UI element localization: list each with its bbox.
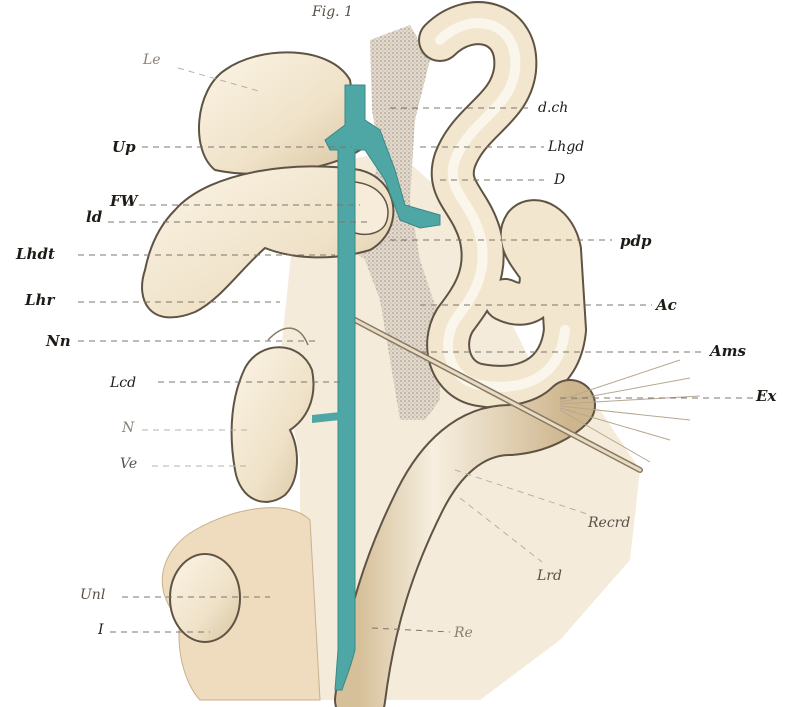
label-pdp: pdp [620, 232, 652, 250]
label-lcd: Lcd [109, 375, 136, 391]
upper-organ [199, 52, 360, 174]
label-recrd: Recrd [587, 515, 630, 531]
label-ve: Ve [120, 456, 137, 472]
label-dch: d.ch [538, 100, 568, 116]
label-lrd: Lrd [536, 568, 562, 584]
label-ld: ld [86, 208, 103, 226]
label-nn: Nn [45, 332, 71, 350]
label-i: I [97, 622, 104, 638]
label-unl: Unl [80, 587, 105, 603]
label-ams: Ams [708, 342, 747, 360]
label-d: D [553, 172, 565, 188]
lower-ring-organ [170, 554, 240, 642]
label-n: N [121, 420, 135, 436]
label-ac: Ac [654, 296, 677, 314]
label-up: Up [112, 138, 136, 156]
label-re: Re [453, 625, 473, 641]
figure-title: Fig. 1 [311, 4, 353, 20]
label-fw: FW [109, 192, 140, 210]
label-lhdt: Lhdt [15, 245, 55, 263]
label-lhr: Lhr [24, 291, 55, 309]
label-lhgd: Lhgd [547, 139, 584, 155]
label-le: Le [142, 52, 161, 68]
label-ex: Ex [755, 387, 777, 405]
